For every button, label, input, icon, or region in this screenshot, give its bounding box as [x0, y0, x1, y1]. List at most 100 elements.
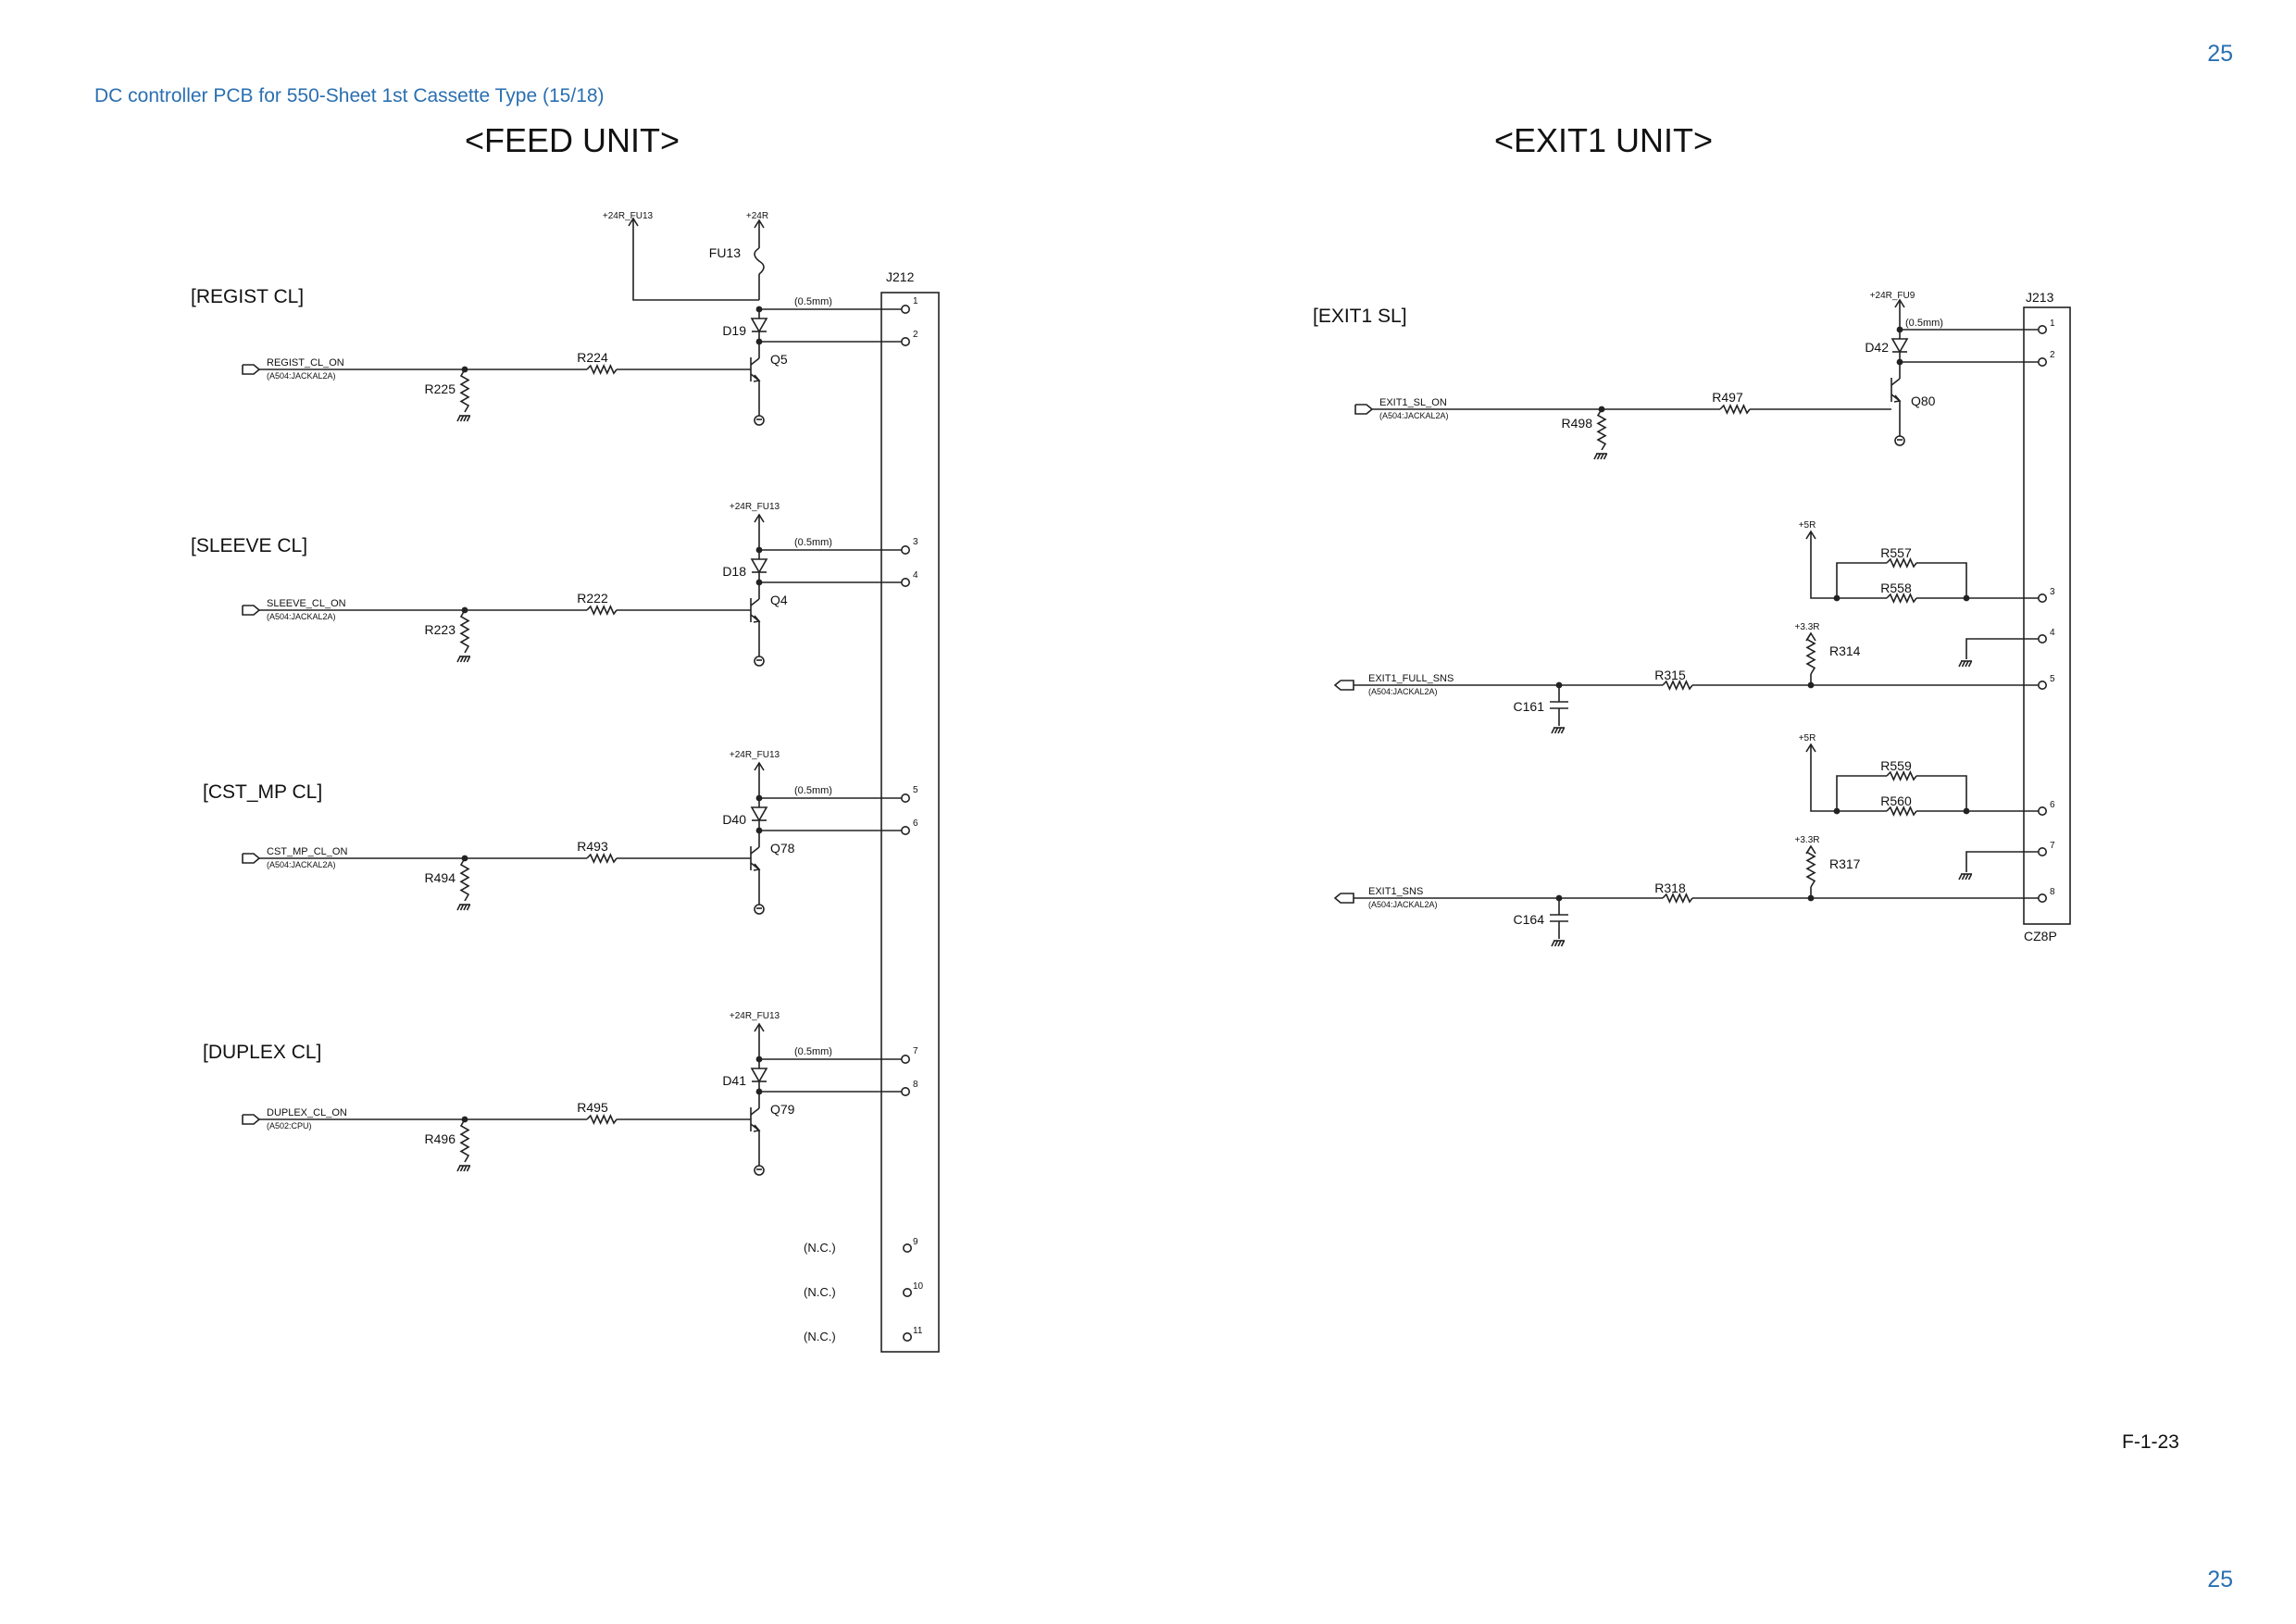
transistor-label: Q4	[770, 593, 788, 607]
pullup-resistor	[1886, 806, 1917, 817]
feed-unit-title: <FEED UNIT>	[465, 121, 680, 159]
pin-number: 8	[913, 1080, 918, 1090]
signal-source: (A504:JACKAL2A)	[1379, 411, 1449, 420]
ground-tick	[463, 656, 468, 663]
channel-title: [EXIT1 SL]	[1313, 306, 1407, 327]
signal-name: DUPLEX_CL_ON	[267, 1107, 347, 1118]
pin-number: 8	[2050, 887, 2055, 897]
ground-tick	[466, 656, 471, 663]
supply-label: +3.3R	[1795, 835, 1820, 845]
pullup-resistor	[1886, 770, 1917, 781]
wire	[1836, 775, 1887, 811]
junction-dot	[1807, 894, 1815, 902]
transistor-collector	[750, 1107, 760, 1116]
transistor-collector	[750, 846, 760, 855]
series-resistor	[586, 364, 618, 375]
signal-flag	[1354, 404, 1374, 415]
signal-name: REGIST_CL_ON	[267, 357, 344, 369]
series-resistor	[586, 853, 618, 864]
junction-dot	[1833, 807, 1841, 815]
connector-pin	[900, 1055, 910, 1065]
series-resistor	[1719, 404, 1751, 415]
ground-tick	[459, 1165, 465, 1172]
figure-id: F-1-23	[2122, 1431, 2179, 1453]
pullup-resistor-label: R314	[1829, 643, 1861, 658]
capacitor-label: C164	[1514, 912, 1545, 927]
diode-label: D19	[722, 323, 746, 338]
pin-number: 3	[913, 537, 918, 547]
ground-tick	[1554, 940, 1559, 947]
series-resistor	[1662, 893, 1693, 904]
ground-tick	[466, 1165, 471, 1172]
channel-title: [DUPLEX CL]	[203, 1042, 321, 1063]
ground-tick	[1967, 660, 1973, 668]
wire	[1965, 638, 2042, 659]
pin-number: 7	[2050, 841, 2055, 851]
pullup-resistor	[1805, 845, 1816, 888]
transistor-arrow	[753, 863, 761, 871]
junction-dot	[1963, 807, 1970, 815]
ground-symbol	[1551, 940, 1566, 947]
ground-tick	[1551, 940, 1555, 947]
ground-tick	[466, 904, 471, 911]
ground-tick	[1596, 453, 1602, 460]
signal-source: (A502:CPU)	[267, 1121, 312, 1131]
transistor-label: Q79	[770, 1102, 795, 1117]
ground-tick	[1593, 453, 1598, 460]
pin-number: 5	[913, 785, 918, 795]
pullup-resistor	[1805, 632, 1816, 675]
connector-j213-label: J213	[2026, 290, 2054, 305]
channel-title: [SLEEVE CL]	[191, 535, 307, 556]
ground-tick	[1961, 873, 1966, 881]
ground-tick	[459, 415, 465, 422]
transistor-label: Q78	[770, 841, 795, 856]
signal-ground-symbol	[754, 1165, 765, 1176]
supply-label: +24R_FU13	[730, 750, 780, 760]
pin-number: 4	[913, 570, 918, 581]
connector-pin	[902, 1243, 912, 1254]
diode-symbol	[1890, 338, 1909, 354]
ground-tick	[1554, 727, 1559, 734]
ground-tick	[1603, 453, 1608, 460]
signal-source: (A504:JACKAL2A)	[267, 371, 336, 381]
connector-part-label: CZ8P	[2024, 929, 2057, 943]
connector-pin	[900, 825, 910, 835]
transistor-arrow	[753, 374, 761, 382]
ground-tick	[1958, 660, 1963, 668]
ground-symbol	[456, 656, 471, 663]
channel-title: [CST_MP CL]	[203, 781, 322, 803]
pin-number: 3	[2050, 587, 2055, 597]
connector-pin	[900, 1087, 910, 1097]
ground-tick	[459, 904, 465, 911]
wire	[632, 219, 759, 301]
transistor-collector	[750, 598, 760, 606]
series-resistor	[1662, 680, 1693, 691]
pulldown-resistor-label: R496	[425, 1131, 456, 1146]
signal-name: CST_MP_CL_ON	[267, 846, 347, 857]
connector-pin	[2038, 846, 2048, 856]
connector-j213	[2023, 306, 2071, 925]
fuse-symbol	[754, 247, 765, 275]
signal-flag	[242, 1114, 261, 1125]
signal-source: (A504:JACKAL2A)	[1368, 687, 1438, 696]
pulldown-resistor-label: R225	[425, 381, 456, 396]
wire	[1836, 562, 1887, 598]
pullup-resistor-label: R559	[1880, 758, 1912, 773]
trace-width-label: (0.5mm)	[794, 785, 832, 796]
ground-tick	[1560, 727, 1566, 734]
pulldown-resistor-label: R223	[425, 622, 456, 637]
supply-net-label: +24R_FU13	[603, 211, 654, 221]
series-resistor-label: R493	[577, 839, 608, 854]
pin-number: 1	[913, 296, 918, 306]
transistor-label: Q5	[770, 352, 788, 367]
ground-tick	[466, 415, 471, 422]
connector-pin	[2038, 806, 2048, 816]
pulldown-resistor	[459, 609, 470, 654]
series-resistor-label: R495	[577, 1100, 608, 1115]
connector-pin	[2038, 324, 2048, 334]
pin-number: 2	[913, 330, 918, 340]
transistor-collector	[1890, 378, 1901, 386]
pulldown-resistor	[459, 1118, 470, 1163]
signal-name: SLEEVE_CL_ON	[267, 598, 346, 609]
series-resistor-label: R318	[1654, 881, 1686, 895]
